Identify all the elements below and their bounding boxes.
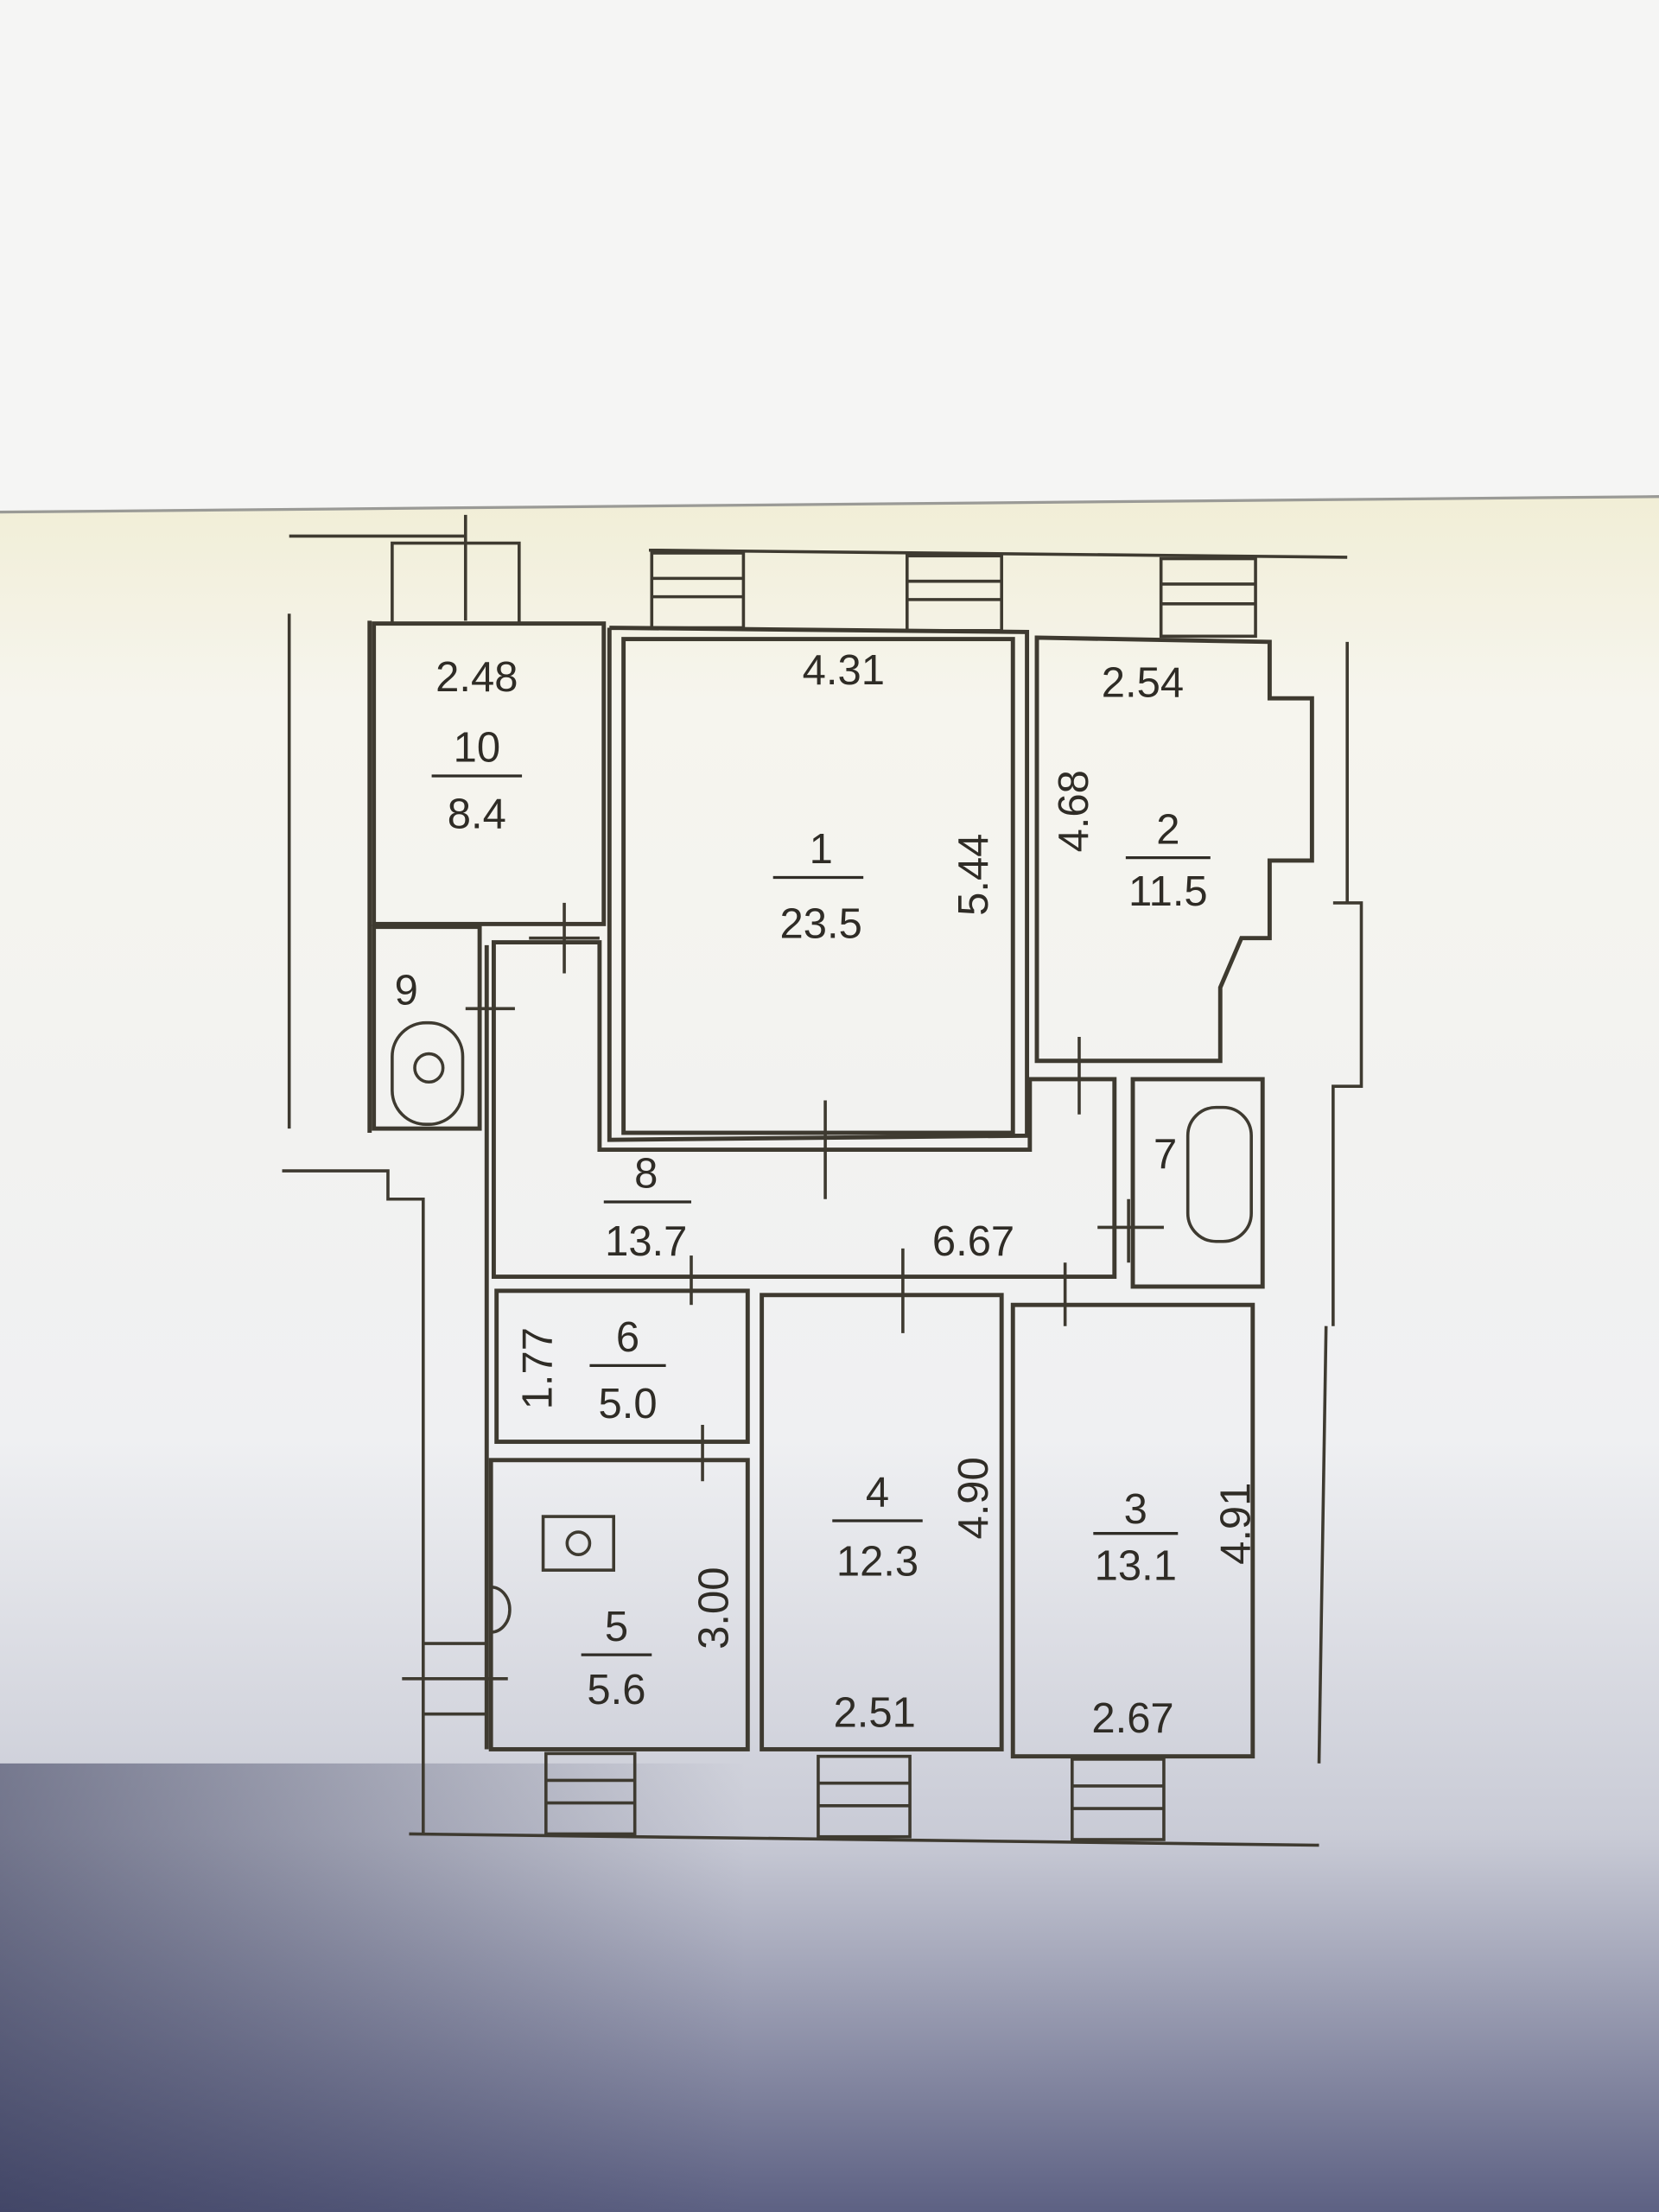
sheet-edge — [0, 495, 1659, 514]
room-4-area: 12.3 — [836, 1539, 918, 1586]
room-8-area: 13.7 — [605, 1218, 687, 1265]
dim-room5-length: 3.00 — [690, 1567, 737, 1649]
window-bottom-1 — [544, 1751, 637, 1836]
room-3-area: 13.1 — [1095, 1543, 1177, 1590]
room-1-number: 1 — [810, 826, 833, 873]
room-8-corridor — [491, 940, 1117, 1279]
gas-meter-icon — [491, 1585, 512, 1634]
room-10-area: 8.4 — [448, 791, 506, 837]
room-3-number: 3 — [1124, 1486, 1147, 1533]
window-bottom-3 — [1071, 1758, 1166, 1841]
room-1-area: 23.5 — [780, 901, 862, 948]
dim-room8-length: 6.67 — [932, 1218, 1014, 1265]
dim-room10-width: 2.48 — [435, 654, 518, 701]
room-9-number: 9 — [395, 967, 418, 1014]
room-6-number: 6 — [616, 1314, 639, 1361]
dim-room1-length: 5.44 — [950, 834, 997, 916]
room-7-number: 7 — [1154, 1131, 1177, 1178]
dim-room4-width: 2.51 — [834, 1689, 916, 1736]
top-sheet — [0, 0, 1659, 523]
room-10 — [372, 621, 607, 926]
room-4 — [760, 1293, 1004, 1751]
dim-room2-width: 2.54 — [1102, 660, 1184, 707]
room-2-area: 11.5 — [1128, 868, 1208, 915]
room-5-number: 5 — [605, 1604, 628, 1650]
plan-drawing: 10 8.4 1 23.5 2 11.5 9 7 8 13.7 6 5.0 5 … — [282, 514, 1363, 1847]
room-9 — [372, 925, 482, 1131]
room-6 — [494, 1288, 750, 1445]
room-5-area: 5.6 — [587, 1667, 645, 1713]
window-bottom-2 — [817, 1754, 912, 1839]
sink-icon — [541, 1515, 615, 1572]
window-top-4 — [1159, 556, 1257, 639]
toilet-icon — [391, 1020, 465, 1127]
room-4-number: 4 — [866, 1470, 889, 1516]
room-7 — [1130, 1077, 1265, 1289]
dim-room1-width: 4.31 — [803, 647, 885, 694]
dim-room2-length: 4.68 — [1051, 770, 1097, 852]
room-10-number: 10 — [454, 725, 500, 772]
dim-room3-width: 2.67 — [1091, 1695, 1173, 1742]
room-8-number: 8 — [634, 1151, 658, 1198]
bathtub-icon — [1185, 1105, 1253, 1243]
room-1 — [621, 637, 1015, 1135]
dim-room6-width: 1.77 — [514, 1327, 561, 1409]
room-6-area: 5.0 — [598, 1381, 657, 1427]
room-3 — [1010, 1302, 1255, 1759]
plan-sheet-shadow — [0, 1763, 1659, 2212]
dim-room4-length: 4.90 — [950, 1457, 997, 1539]
room-2 — [1034, 635, 1314, 1064]
room-2-number: 2 — [1156, 806, 1179, 853]
room-5 — [488, 1458, 750, 1751]
dim-room3-length: 4.91 — [1213, 1483, 1260, 1565]
